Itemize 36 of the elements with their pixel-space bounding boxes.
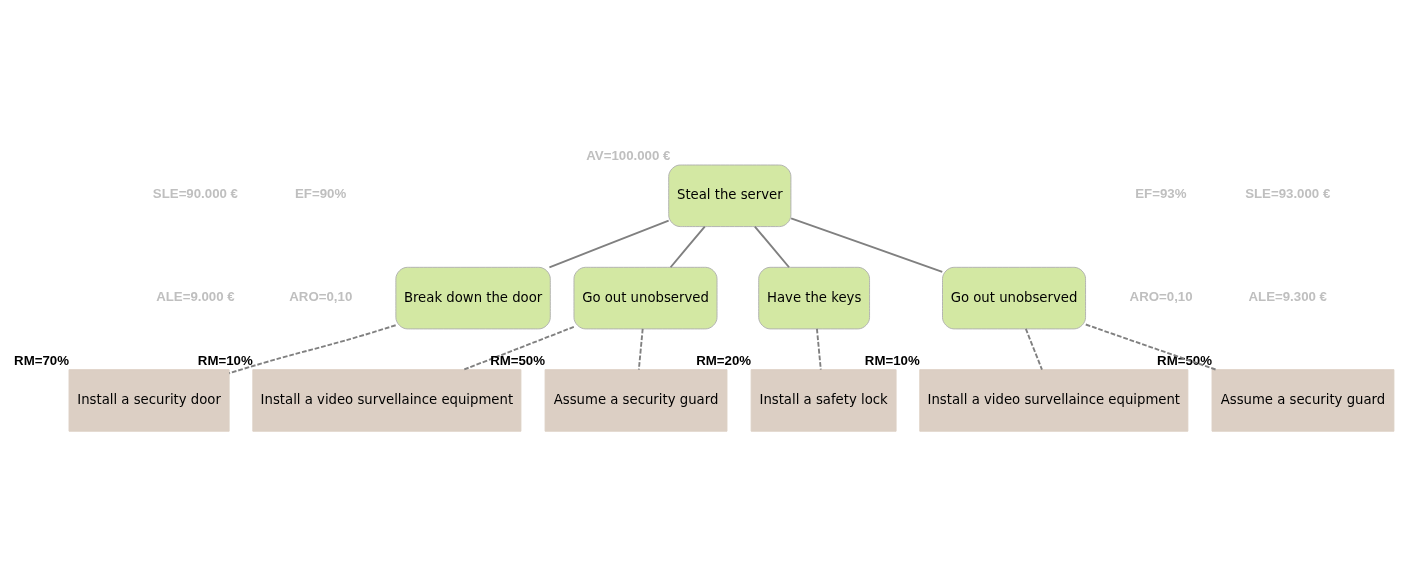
connector: [637, 327, 644, 370]
node-label: RM=70%: [14, 352, 69, 368]
connector: [753, 225, 790, 268]
label: SLE=93.000 €: [1245, 185, 1331, 201]
node-box: Break down the door: [395, 266, 551, 329]
label: EF=90%: [294, 185, 347, 201]
node-box: Install a video survellaince equipment: [252, 368, 522, 432]
node-box: Assume a security guard: [1211, 368, 1395, 432]
node-box: Assume a security guard: [544, 368, 728, 432]
connector: [790, 216, 944, 273]
node-box: Install a safety lock: [750, 368, 897, 432]
node-box: Steal the server: [668, 164, 792, 227]
label: SLE=90.000 €: [152, 185, 238, 201]
node-box: Go out unobserved: [942, 266, 1087, 329]
node-box: Go out unobserved: [573, 266, 718, 329]
connector: [816, 327, 822, 370]
node-label: RM=10%: [864, 352, 920, 368]
node-label: RM=20%: [696, 352, 752, 368]
connector: [548, 219, 670, 268]
node-label: RM=50%: [1157, 352, 1212, 368]
connector: [228, 323, 397, 374]
node-label: AV=100.000 €: [586, 147, 671, 163]
label: ARO=0,10: [1129, 288, 1193, 304]
label: ARO=0,10: [289, 288, 353, 304]
node-label: RM=10%: [197, 352, 253, 368]
label: ALE=9.000 €: [156, 288, 235, 304]
connector: [1084, 323, 1217, 370]
connector: [463, 325, 575, 370]
node-box: Install a video survellaince equipment: [919, 368, 1189, 432]
node-label: RM=50%: [490, 352, 546, 368]
label: ALE=9.300 €: [1248, 288, 1327, 304]
connector: [1024, 327, 1043, 370]
node-box: Have the keys: [758, 266, 871, 329]
node-box: Install a security door: [68, 368, 230, 432]
connector: [669, 225, 706, 268]
label: EF=93%: [1135, 185, 1187, 201]
